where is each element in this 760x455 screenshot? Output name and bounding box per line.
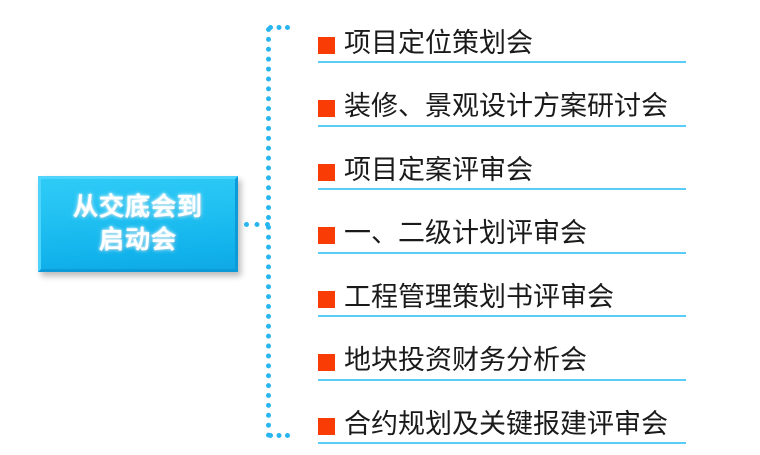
list-item[interactable]: 项目定位策划会 [318,12,533,74]
list-item[interactable]: 装修、景观设计方案研讨会 [318,76,668,138]
list-item-rule [318,378,686,381]
meeting-list: 项目定位策划会装修、景观设计方案研讨会项目定案评审会一、二级计划评审会工程管理策… [318,0,760,455]
list-item-label: 地块投资财务分析会 [344,345,587,376]
square-bullet-icon [318,417,335,435]
square-bullet-icon [318,100,335,117]
square-bullet-icon [318,227,335,244]
list-item[interactable]: 合约规划及关键报建评审会 [318,393,668,455]
square-bullet-icon [318,163,335,181]
list-item-rule [318,124,686,127]
bracket-root-stub [244,222,270,227]
list-item-label: 装修、景观设计方案研讨会 [344,91,668,122]
root-node-box[interactable]: 从交底会到 启动会 [38,176,238,272]
list-item[interactable]: 一、二级计划评审会 [318,203,587,265]
list-item-rule [318,188,686,190]
square-bullet-icon [318,354,335,371]
square-bullet-icon [318,36,335,54]
list-item-rule [318,315,686,317]
list-item[interactable]: 项目定案评审会 [318,139,533,201]
square-bullet-icon [318,290,335,308]
bracket-spine [266,27,271,438]
list-item[interactable]: 地块投资财务分析会 [318,330,587,392]
bracket-bottom-arm [268,433,290,438]
list-item-rule [318,442,686,444]
list-item-rule [318,61,686,63]
list-item[interactable]: 工程管理策划书评审会 [318,266,614,328]
list-item-label: 一、二级计划评审会 [344,218,587,249]
list-item-label: 工程管理策划书评审会 [344,281,614,313]
bracket-top-arm [268,25,290,30]
root-node-label: 从交底会到 启动会 [72,192,203,254]
list-item-label: 项目定位策划会 [344,27,533,59]
list-item-rule [318,251,686,254]
list-item-label: 合约规划及关键报建评审会 [344,408,668,440]
list-item-label: 项目定案评审会 [344,154,533,186]
